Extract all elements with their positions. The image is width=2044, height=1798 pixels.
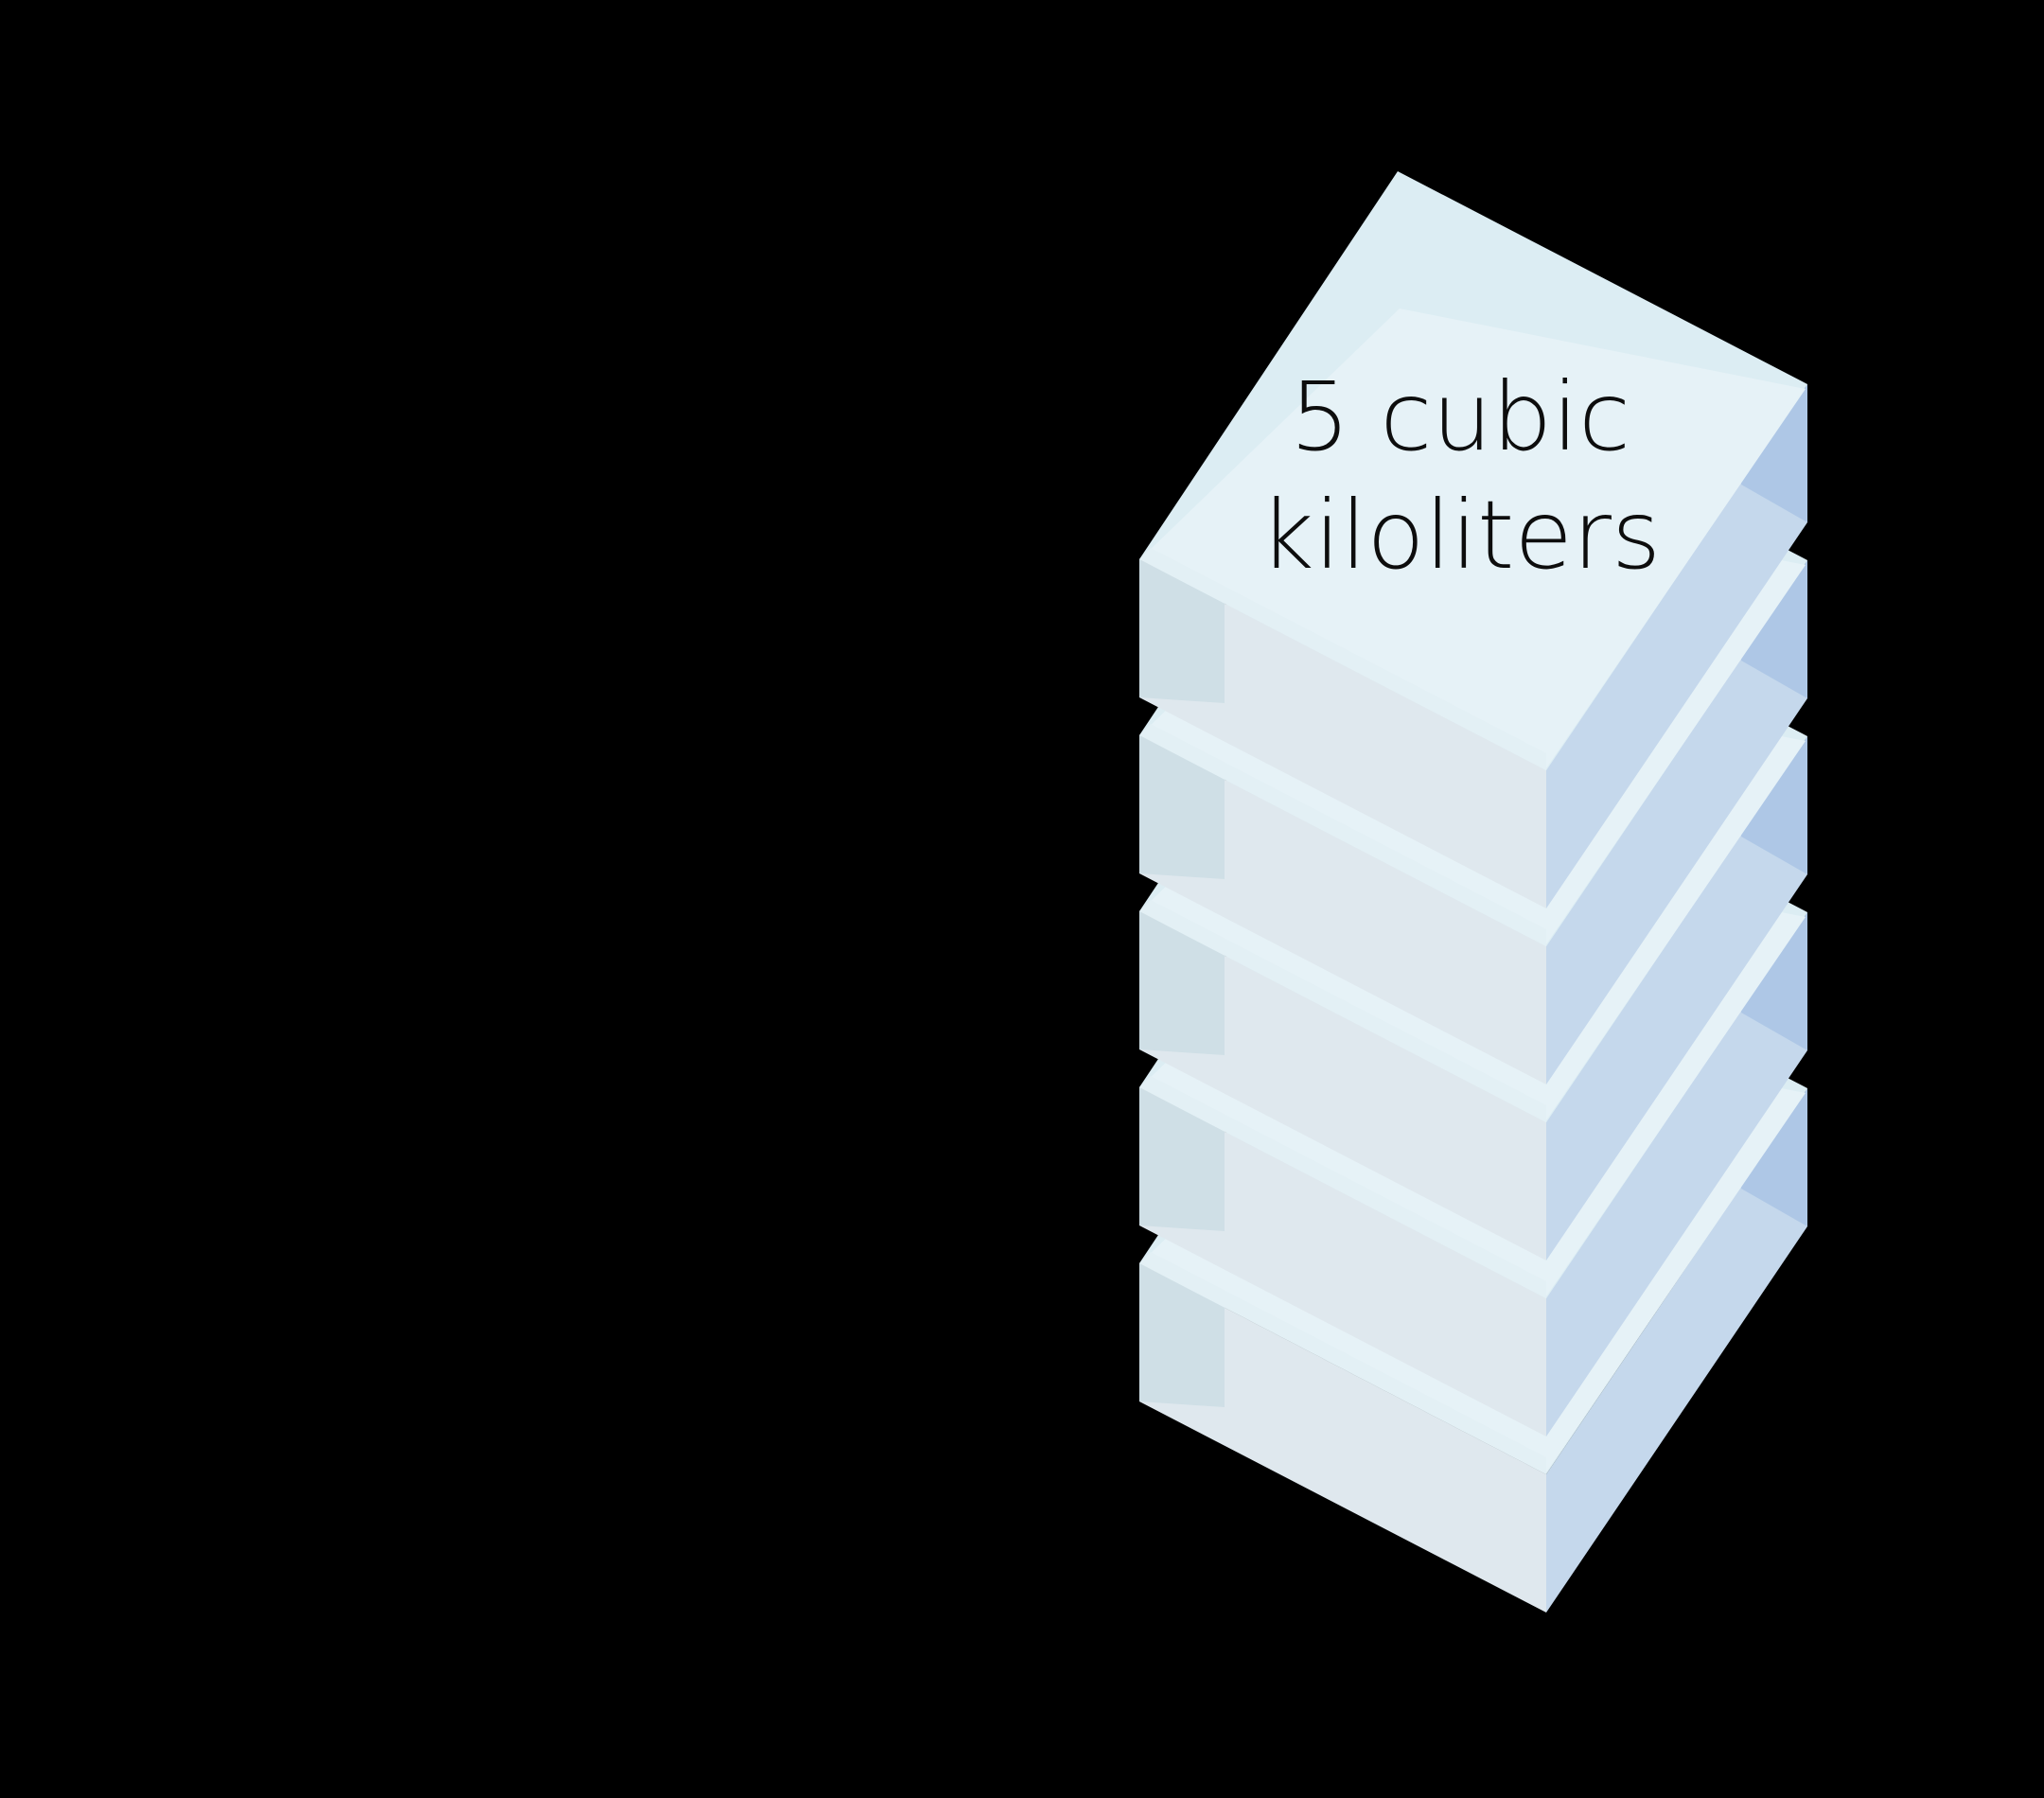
block-4-left-face (1139, 735, 1225, 879)
block-1-right-face (1546, 1088, 1807, 1613)
block-5-right-face (1546, 384, 1807, 908)
volume-label: 5 cubic kiloliters (1260, 361, 1661, 591)
block-2-front-face (1139, 1087, 1546, 1437)
block-5-highlight (1139, 548, 1546, 770)
block-3-front-face (1139, 911, 1546, 1260)
block-4-right-face (1546, 560, 1807, 1084)
block-1-front-face (1139, 1263, 1546, 1613)
block-5-top-inner (1142, 308, 1806, 768)
block-3-right-face (1546, 736, 1807, 1260)
block-4-front-face (1139, 735, 1546, 1084)
block-2-left-face (1139, 1087, 1225, 1231)
block-2-highlight (1139, 1076, 1546, 1298)
block-3-highlight (1139, 900, 1546, 1122)
label-line-2: kiloliters (1260, 480, 1661, 591)
block-5-left-face (1139, 559, 1225, 703)
block-1-left-face (1139, 1263, 1225, 1407)
block-3-left-face (1139, 911, 1225, 1055)
block-1-highlight (1139, 1252, 1546, 1474)
block-5-right-shade (1741, 384, 1807, 522)
block-4-highlight (1139, 724, 1546, 946)
block-5-front-face (1139, 559, 1546, 908)
block-2-right-shade (1741, 912, 1807, 1050)
block-1-right-shade (1741, 1088, 1807, 1226)
block-2-right-face (1546, 912, 1807, 1437)
label-line-1: 5 cubic (1290, 361, 1630, 472)
block-stack (1139, 171, 1807, 1613)
block-3-right-shade (1741, 736, 1807, 874)
block-4-right-shade (1741, 560, 1807, 698)
